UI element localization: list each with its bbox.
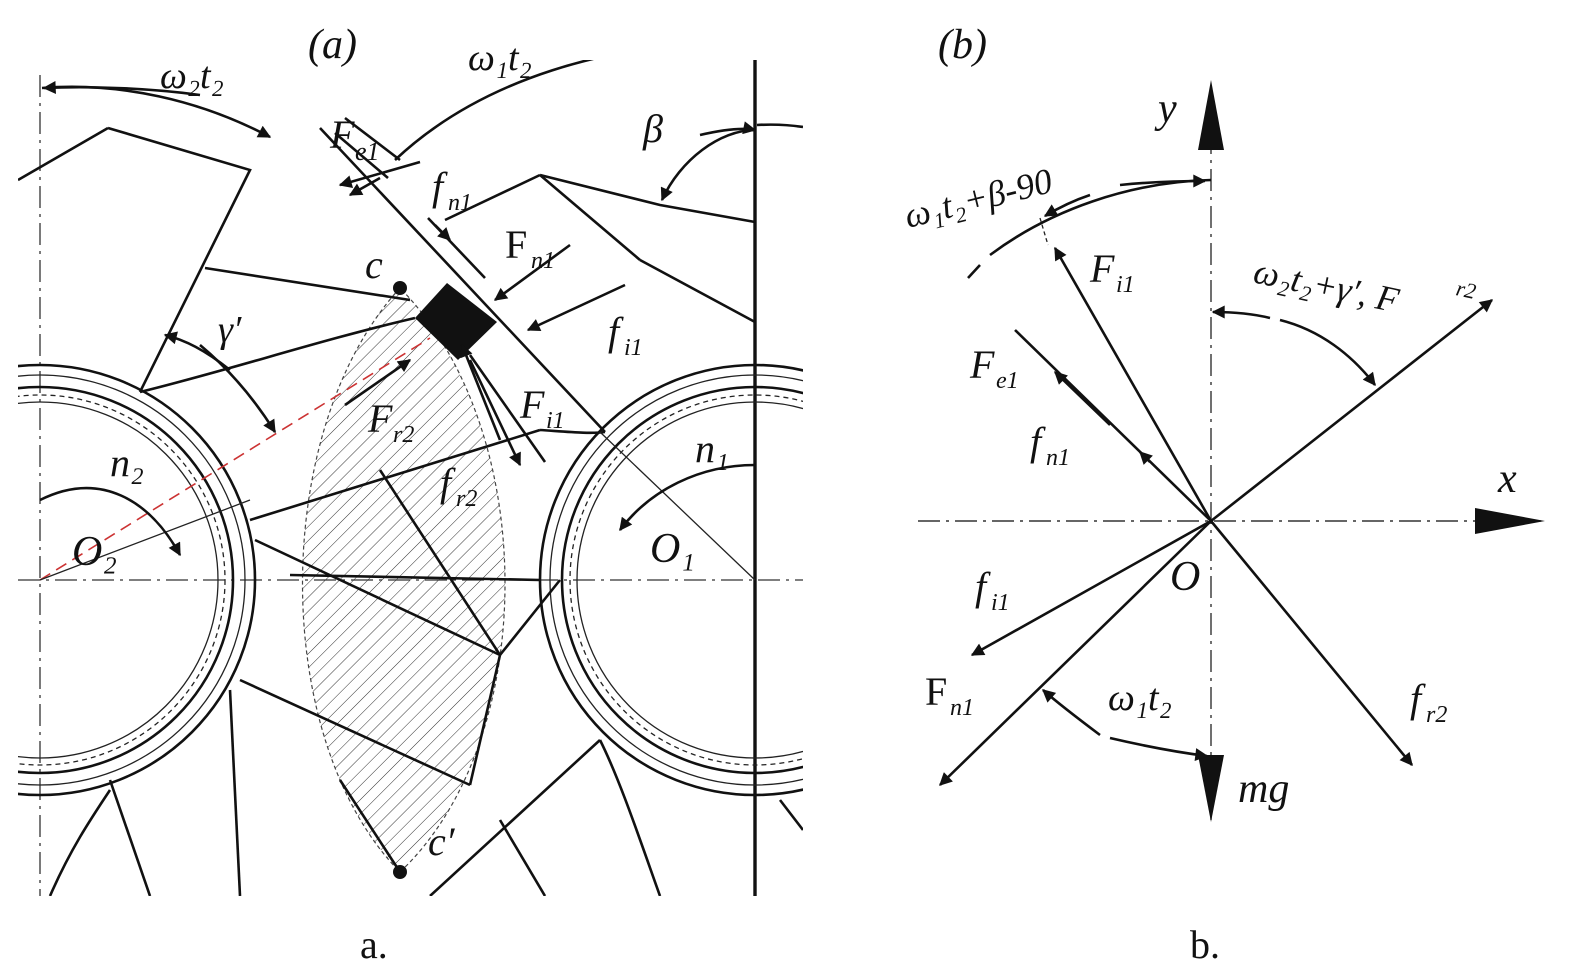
label-Fe1-sub: e1 bbox=[355, 137, 380, 166]
label-fn1-b-sub: n1 bbox=[1046, 445, 1070, 471]
blade-lines bbox=[18, 123, 803, 896]
label-Fe1-b-sub: e1 bbox=[996, 368, 1019, 394]
y-axis-arrow bbox=[1198, 80, 1224, 150]
point-c bbox=[393, 281, 407, 295]
label-x: x bbox=[1497, 456, 1517, 502]
label-angle2: ω₂t₂+γ′, F bbox=[1250, 251, 1403, 321]
force-vectors-a bbox=[334, 116, 626, 467]
label-fi1-sub: i1 bbox=[624, 335, 643, 361]
labels-a: (a) ω₂t₂ ω₁t₂ β F e1 f n1 F n1 f i1 c γ′… bbox=[72, 22, 729, 967]
label-O2: O₂ bbox=[72, 529, 117, 575]
label-w1t2-b: ω₁t₂ bbox=[1108, 677, 1172, 719]
label-fn1-sub: n1 bbox=[448, 190, 472, 216]
label-Fe1: F bbox=[329, 112, 355, 157]
label-Fi1-b-sub: i1 bbox=[1116, 272, 1135, 298]
mg-arrow bbox=[1198, 755, 1224, 822]
label-c: c bbox=[365, 242, 383, 287]
label-Fr2: F bbox=[367, 396, 393, 441]
red-dashed-line bbox=[39, 337, 431, 581]
label-O1: O₁ bbox=[650, 526, 695, 572]
label-c-prime: c′ bbox=[428, 819, 456, 864]
label-Fn1: F bbox=[505, 222, 527, 267]
label-n1: n₁ bbox=[695, 426, 729, 471]
labels-b: (b) y x O ω₁t₂+β-90 ω₂t₂+γ′, F r2 F i1 F… bbox=[900, 22, 1517, 967]
label-fr2-b-sub: r2 bbox=[1426, 702, 1447, 728]
x-axis-arrow bbox=[1475, 508, 1545, 534]
label-O: O bbox=[1170, 554, 1200, 600]
label-angle1: ω₁t₂+β-90 bbox=[900, 160, 1056, 235]
label-Fi1: F bbox=[519, 382, 545, 427]
label-Fn1-b-sub: n1 bbox=[950, 695, 974, 721]
right-rotor bbox=[538, 363, 803, 797]
caption-a: a. bbox=[360, 922, 388, 967]
label-w2t2: ω₂t₂ bbox=[160, 55, 224, 97]
angle-arcs-a bbox=[39, 60, 757, 557]
point-c-prime bbox=[393, 865, 407, 879]
label-beta: β bbox=[642, 106, 663, 151]
label-fi1: f bbox=[608, 309, 624, 354]
panel-b-tag: (b) bbox=[938, 22, 987, 68]
label-fr2-b: f bbox=[1410, 676, 1426, 721]
label-gamma-prime: γ′ bbox=[218, 309, 242, 351]
label-Fn1-sub: n1 bbox=[531, 248, 555, 274]
label-Fe1-b: F bbox=[969, 342, 995, 387]
label-fn1: f bbox=[432, 164, 448, 209]
angle-arcs-b bbox=[967, 174, 1377, 761]
panel-a-drawing bbox=[18, 60, 803, 896]
label-fr2-sub: r2 bbox=[456, 486, 477, 512]
label-Fi1-sub: i1 bbox=[546, 408, 565, 434]
label-y: y bbox=[1154, 86, 1177, 132]
label-fn1-b: f bbox=[1030, 419, 1046, 464]
left-rotor bbox=[18, 363, 257, 797]
label-w1t2: ω₁t₂ bbox=[468, 37, 532, 79]
force-vectors-b bbox=[939, 246, 1494, 786]
label-Fn1-b: F bbox=[925, 669, 947, 714]
panel-a-tag: (a) bbox=[308, 22, 357, 68]
label-mg: mg bbox=[1238, 766, 1289, 812]
caption-b: b. bbox=[1190, 922, 1220, 967]
label-Fi1-b: F bbox=[1089, 246, 1115, 291]
label-fi1-b: f bbox=[975, 564, 991, 609]
label-Fr2-sub: r2 bbox=[393, 422, 414, 448]
label-n2: n₂ bbox=[110, 440, 144, 485]
particle-block bbox=[415, 283, 497, 360]
label-angle2-sub: r2 bbox=[1454, 275, 1478, 304]
label-fi1-b-sub: i1 bbox=[991, 590, 1010, 616]
panel-b-drawing bbox=[918, 80, 1545, 822]
